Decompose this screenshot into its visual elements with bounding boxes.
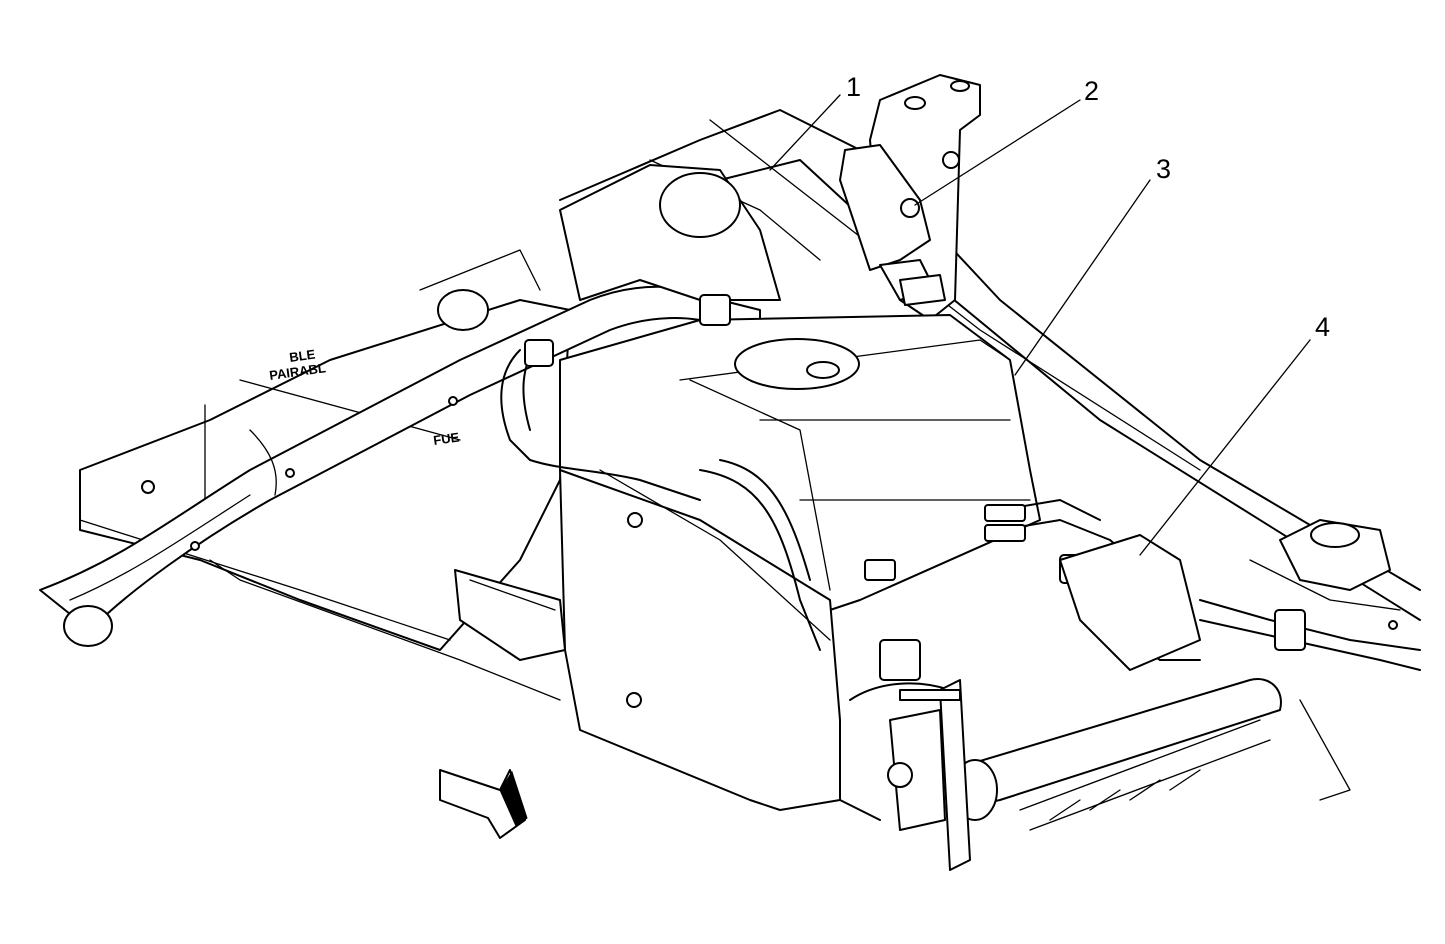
fasteners <box>141 396 1398 630</box>
frame-rail-right <box>1249 519 1401 801</box>
front-arrow-icon <box>439 769 528 839</box>
tank-shield <box>559 469 841 811</box>
leader-line-3 <box>1014 179 1151 376</box>
embossed-text-3: FUE <box>432 429 460 448</box>
callout-2: 2 <box>1084 76 1099 106</box>
canister-bracket <box>887 679 971 871</box>
embossed-text-1: BLE <box>288 346 316 365</box>
evap-canister <box>949 534 1282 831</box>
callout-leaders <box>769 94 1311 556</box>
callout-labels: 1 2 3 4 <box>846 72 1330 342</box>
vent-valve <box>839 144 946 306</box>
leader-line-4 <box>1139 339 1311 556</box>
leader-line-2 <box>914 99 1081 206</box>
crossmember-upper <box>419 164 781 331</box>
callout-3: 3 <box>1156 154 1171 184</box>
leader-line-1 <box>769 94 841 171</box>
callout-4: 4 <box>1315 312 1330 342</box>
heat-shield-left <box>454 569 566 661</box>
callout-1: 1 <box>846 72 861 102</box>
